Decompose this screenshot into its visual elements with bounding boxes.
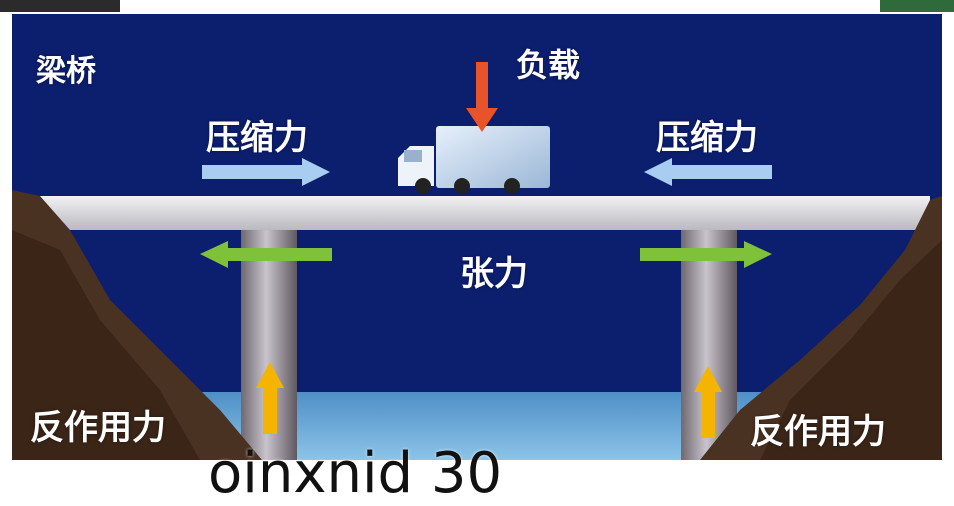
truck-icon: [398, 126, 550, 194]
tension-arrow-left: [200, 241, 332, 268]
load-arrow: [466, 62, 498, 132]
bridge-deck: [40, 196, 930, 230]
tension-label: 张力: [460, 254, 528, 294]
diagram-title: 梁桥: [36, 54, 96, 89]
compression-arrow-left: [202, 158, 330, 186]
left-cliff-shade: [12, 230, 200, 460]
diagram-graphic: [12, 14, 942, 460]
reaction-arrow-left: [256, 362, 284, 434]
load-label: 负载: [516, 46, 581, 84]
reaction-arrow-right: [694, 366, 722, 438]
compression-arrow-right: [644, 158, 772, 186]
compression-label-left: 压缩力: [206, 118, 308, 158]
reaction-label-left: 反作用力: [30, 408, 166, 448]
compression-label-right: 压缩力: [656, 118, 758, 158]
bottom-text-fragment: oinxnid 30: [208, 441, 503, 506]
reaction-label-right: 反作用力: [750, 412, 886, 452]
right-cliff-shade: [760, 240, 942, 460]
tension-arrow-right: [640, 241, 772, 268]
corner-fragment-left: [0, 0, 120, 12]
corner-fragment-right: [880, 0, 954, 12]
